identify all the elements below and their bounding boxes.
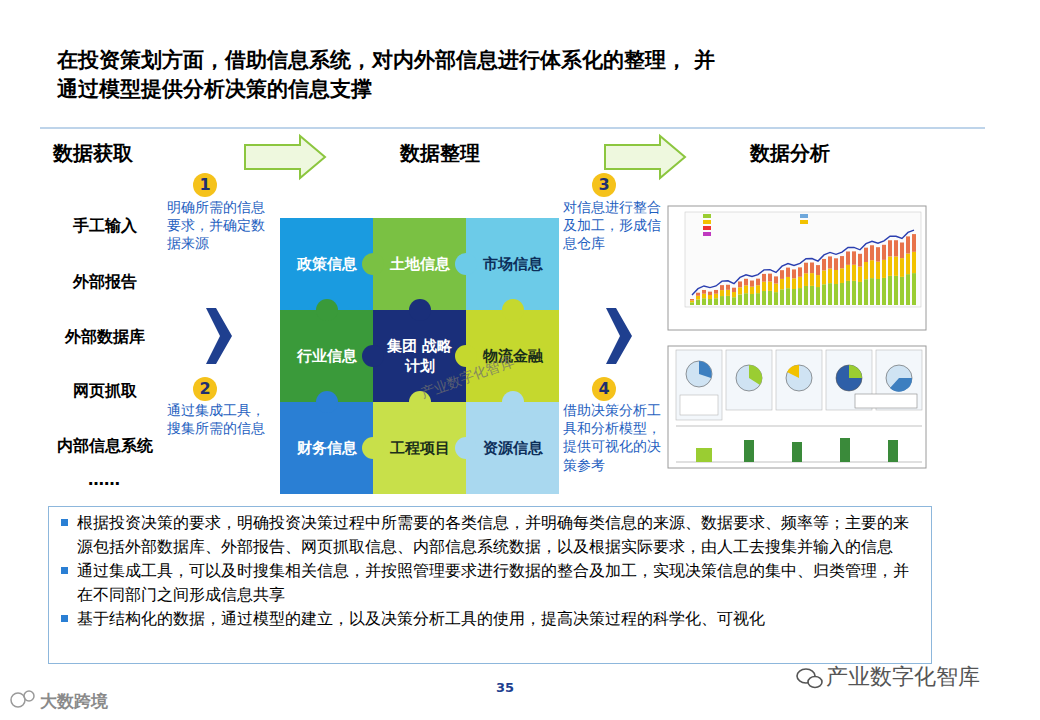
pie-panels <box>676 350 922 462</box>
puzzle-knob <box>316 391 338 413</box>
bullet-box: 根据投资决策的要求，明确投资决策过程中所需要的各类信息，并明确每类信息的来源、数… <box>48 506 932 664</box>
piece-label: 土地信息 <box>390 254 450 274</box>
puzzle-piece: 资源信息 <box>466 402 559 494</box>
puzzle-knob <box>455 437 477 459</box>
chart-frame <box>668 206 926 330</box>
chart-bars <box>690 230 916 305</box>
bullet-text: 根据投资决策的要求，明确投资决策过程中所需要的各类信息，并明确每类信息的来源、数… <box>59 511 921 559</box>
callout-number: 2 <box>193 377 217 401</box>
piece-label: 市场信息 <box>483 254 543 274</box>
source-item: 手工输入 <box>50 216 160 237</box>
puzzle-piece: 工程项目 <box>373 402 466 494</box>
puzzle-piece: 政策信息 <box>280 218 373 310</box>
page-number: 35 <box>490 680 520 697</box>
source-item: 网页抓取 <box>50 381 160 402</box>
puzzle-piece: 土地信息 <box>373 218 466 310</box>
puzzle-knob <box>316 299 338 321</box>
wechat-icon <box>797 669 822 688</box>
source-item: …… <box>84 470 124 491</box>
puzzle-knob <box>362 437 384 459</box>
watermark: 产业数字化智库 <box>826 663 980 692</box>
chevron-arrow <box>206 308 232 364</box>
slide-title: 在投资策划方面，借助信息系统，对内外部信息进行体系化的整理， 并通过模型提供分析… <box>57 46 722 105</box>
callout-note: 通过集成工具，搜集所需的信息 <box>167 401 267 437</box>
bullet-text: 通过集成工具，可以及时搜集相关信息，并按照管理要求进行数据的整合及加工，实现决策… <box>59 559 921 607</box>
puzzle-piece: 财务信息 <box>280 402 373 494</box>
source-item: 内部信息系统 <box>44 436 166 457</box>
puzzle-knob <box>409 299 431 321</box>
puzzle-piece: 物流金融 <box>466 310 559 402</box>
piece-label: 政策信息 <box>297 254 357 274</box>
puzzle-knob <box>362 253 384 275</box>
puzzle-piece: 行业信息 <box>280 310 373 402</box>
callout-number: 4 <box>592 377 616 401</box>
chart-frame <box>668 346 926 468</box>
puzzle-knob <box>502 391 524 413</box>
puzzle-knob <box>502 299 524 321</box>
column-header: 数据分析 <box>750 140 830 166</box>
callout-note: 对信息进行整合及加工，形成信息仓库 <box>563 198 663 253</box>
chevron-arrow <box>606 308 632 364</box>
logo-mark <box>11 691 34 707</box>
watermark: 大数跨境 <box>40 690 108 712</box>
piece-label: 行业信息 <box>297 346 357 366</box>
column-header: 数据整理 <box>400 140 480 166</box>
flow-arrow <box>245 136 325 178</box>
rule-line <box>40 127 985 129</box>
callout-note: 借助决策分析工具和分析模型，提供可视化的决策参考 <box>563 401 663 474</box>
source-item: 外部报告 <box>50 272 160 293</box>
puzzle-knob <box>362 345 384 367</box>
bullet-text: 基于结构化的数据，通过模型的建立，以及决策分析工具的使用，提高决策过程的科学化、… <box>59 607 921 631</box>
callout-number: 3 <box>592 173 616 197</box>
callout-note: 明确所需的信息要求，并确定数据来源 <box>167 198 267 253</box>
source-item: 外部数据库 <box>50 327 160 348</box>
callout-number: 1 <box>193 173 217 197</box>
piece-label: 工程项目 <box>390 438 450 458</box>
piece-label: 财务信息 <box>297 438 357 458</box>
puzzle-knob <box>455 253 477 275</box>
column-header: 数据获取 <box>53 140 133 166</box>
piece-label: 集团 战略计划 <box>385 336 454 377</box>
piece-label: 资源信息 <box>483 438 543 458</box>
chart-plot <box>685 212 921 307</box>
flow-arrow <box>605 136 685 178</box>
puzzle-piece: 市场信息 <box>466 218 559 310</box>
